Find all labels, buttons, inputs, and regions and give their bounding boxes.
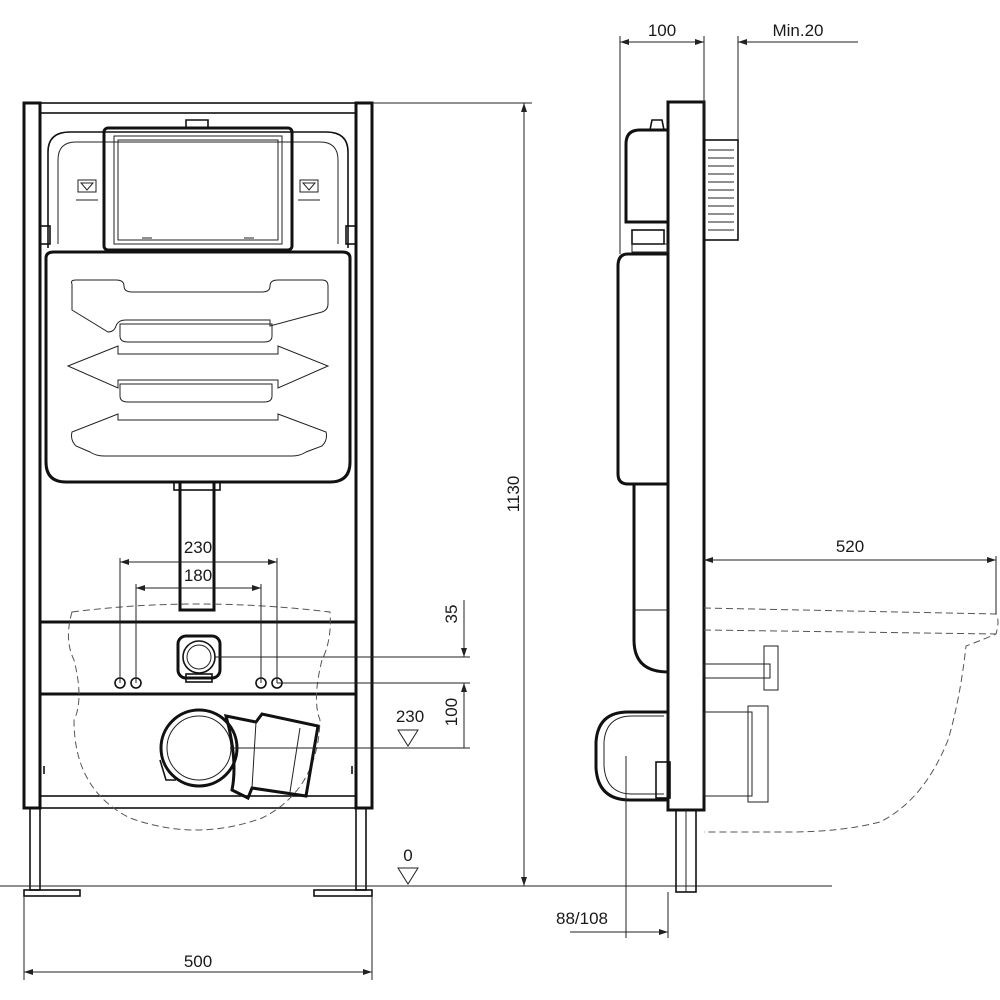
cistern-arrows	[66, 279, 330, 457]
right-post	[354, 101, 374, 810]
mounting-bar-upper	[38, 620, 358, 696]
dim-180-label: 180	[184, 566, 212, 585]
dim-1130-label: 1130	[504, 476, 523, 513]
side-cistern-clip2	[631, 243, 669, 253]
top-rail	[39, 102, 357, 114]
flush-pipe-collar	[173, 481, 221, 491]
flush-opening	[102, 126, 294, 252]
dim-230h-label: 230	[396, 707, 424, 726]
dim-35-label: 35	[442, 605, 461, 624]
side-inlet-spigot	[703, 663, 771, 679]
dim-100d-label: 100	[648, 21, 676, 40]
left-foot	[23, 889, 81, 897]
front-view	[22, 101, 374, 897]
triangle-symbol-left	[76, 179, 98, 201]
mounting-bar-lower	[39, 795, 357, 809]
flush-opening-inner2	[117, 139, 279, 241]
dim-100v-label: 100	[442, 698, 461, 726]
side-cistern-body	[616, 252, 668, 486]
side-drain-elbow	[594, 710, 668, 802]
left-leg	[29, 807, 41, 891]
dim-min20-label: Min.20	[772, 21, 823, 40]
drain-pipe-front	[159, 708, 320, 801]
side-drain-spigot	[703, 711, 753, 797]
cistern-body	[44, 250, 352, 484]
dim-230-label: 230	[184, 538, 212, 557]
dim-520-label: 520	[836, 537, 864, 556]
triangle-symbol-right	[298, 179, 320, 201]
top-knob	[185, 119, 209, 128]
side-flush-pipe	[632, 484, 669, 674]
threaded-rod	[708, 149, 734, 231]
level-triangle-0	[397, 867, 419, 885]
cistern-top	[47, 131, 349, 248]
side-drain-spigot-end	[747, 705, 769, 803]
side-drain-elbow-inner	[603, 715, 664, 795]
level-triangle-230	[397, 729, 419, 747]
side-inlet-thread	[763, 645, 779, 691]
side-cistern-clip	[631, 229, 665, 245]
left-clip	[39, 225, 51, 245]
dim-500-label: 500	[184, 952, 212, 971]
bowl-side-rim	[703, 629, 997, 635]
dim-88-label: 88/108	[556, 909, 608, 928]
right-foot	[313, 889, 373, 897]
side-cistern-top	[624, 128, 668, 224]
dim-0-label: 0	[403, 846, 412, 865]
side-drain-bracket	[655, 761, 671, 799]
side-dimensions: 100 Min.20 520 88/108	[556, 21, 997, 938]
flush-opening-inner	[113, 135, 283, 245]
right-clip	[345, 225, 357, 245]
bowl-outline-front	[68, 603, 331, 831]
wall-bracket	[703, 139, 739, 241]
inlet-connector	[176, 634, 222, 683]
cistern-inner	[57, 141, 339, 244]
side-cistern-knob	[649, 119, 665, 131]
side-frame-panel	[666, 100, 706, 812]
front-dimensions: 500 1130 230 180 35 100 230 0	[0, 102, 832, 980]
left-post	[22, 101, 42, 810]
right-leg	[355, 807, 367, 891]
side-view	[594, 100, 999, 893]
bowl-outline-side	[703, 607, 999, 833]
